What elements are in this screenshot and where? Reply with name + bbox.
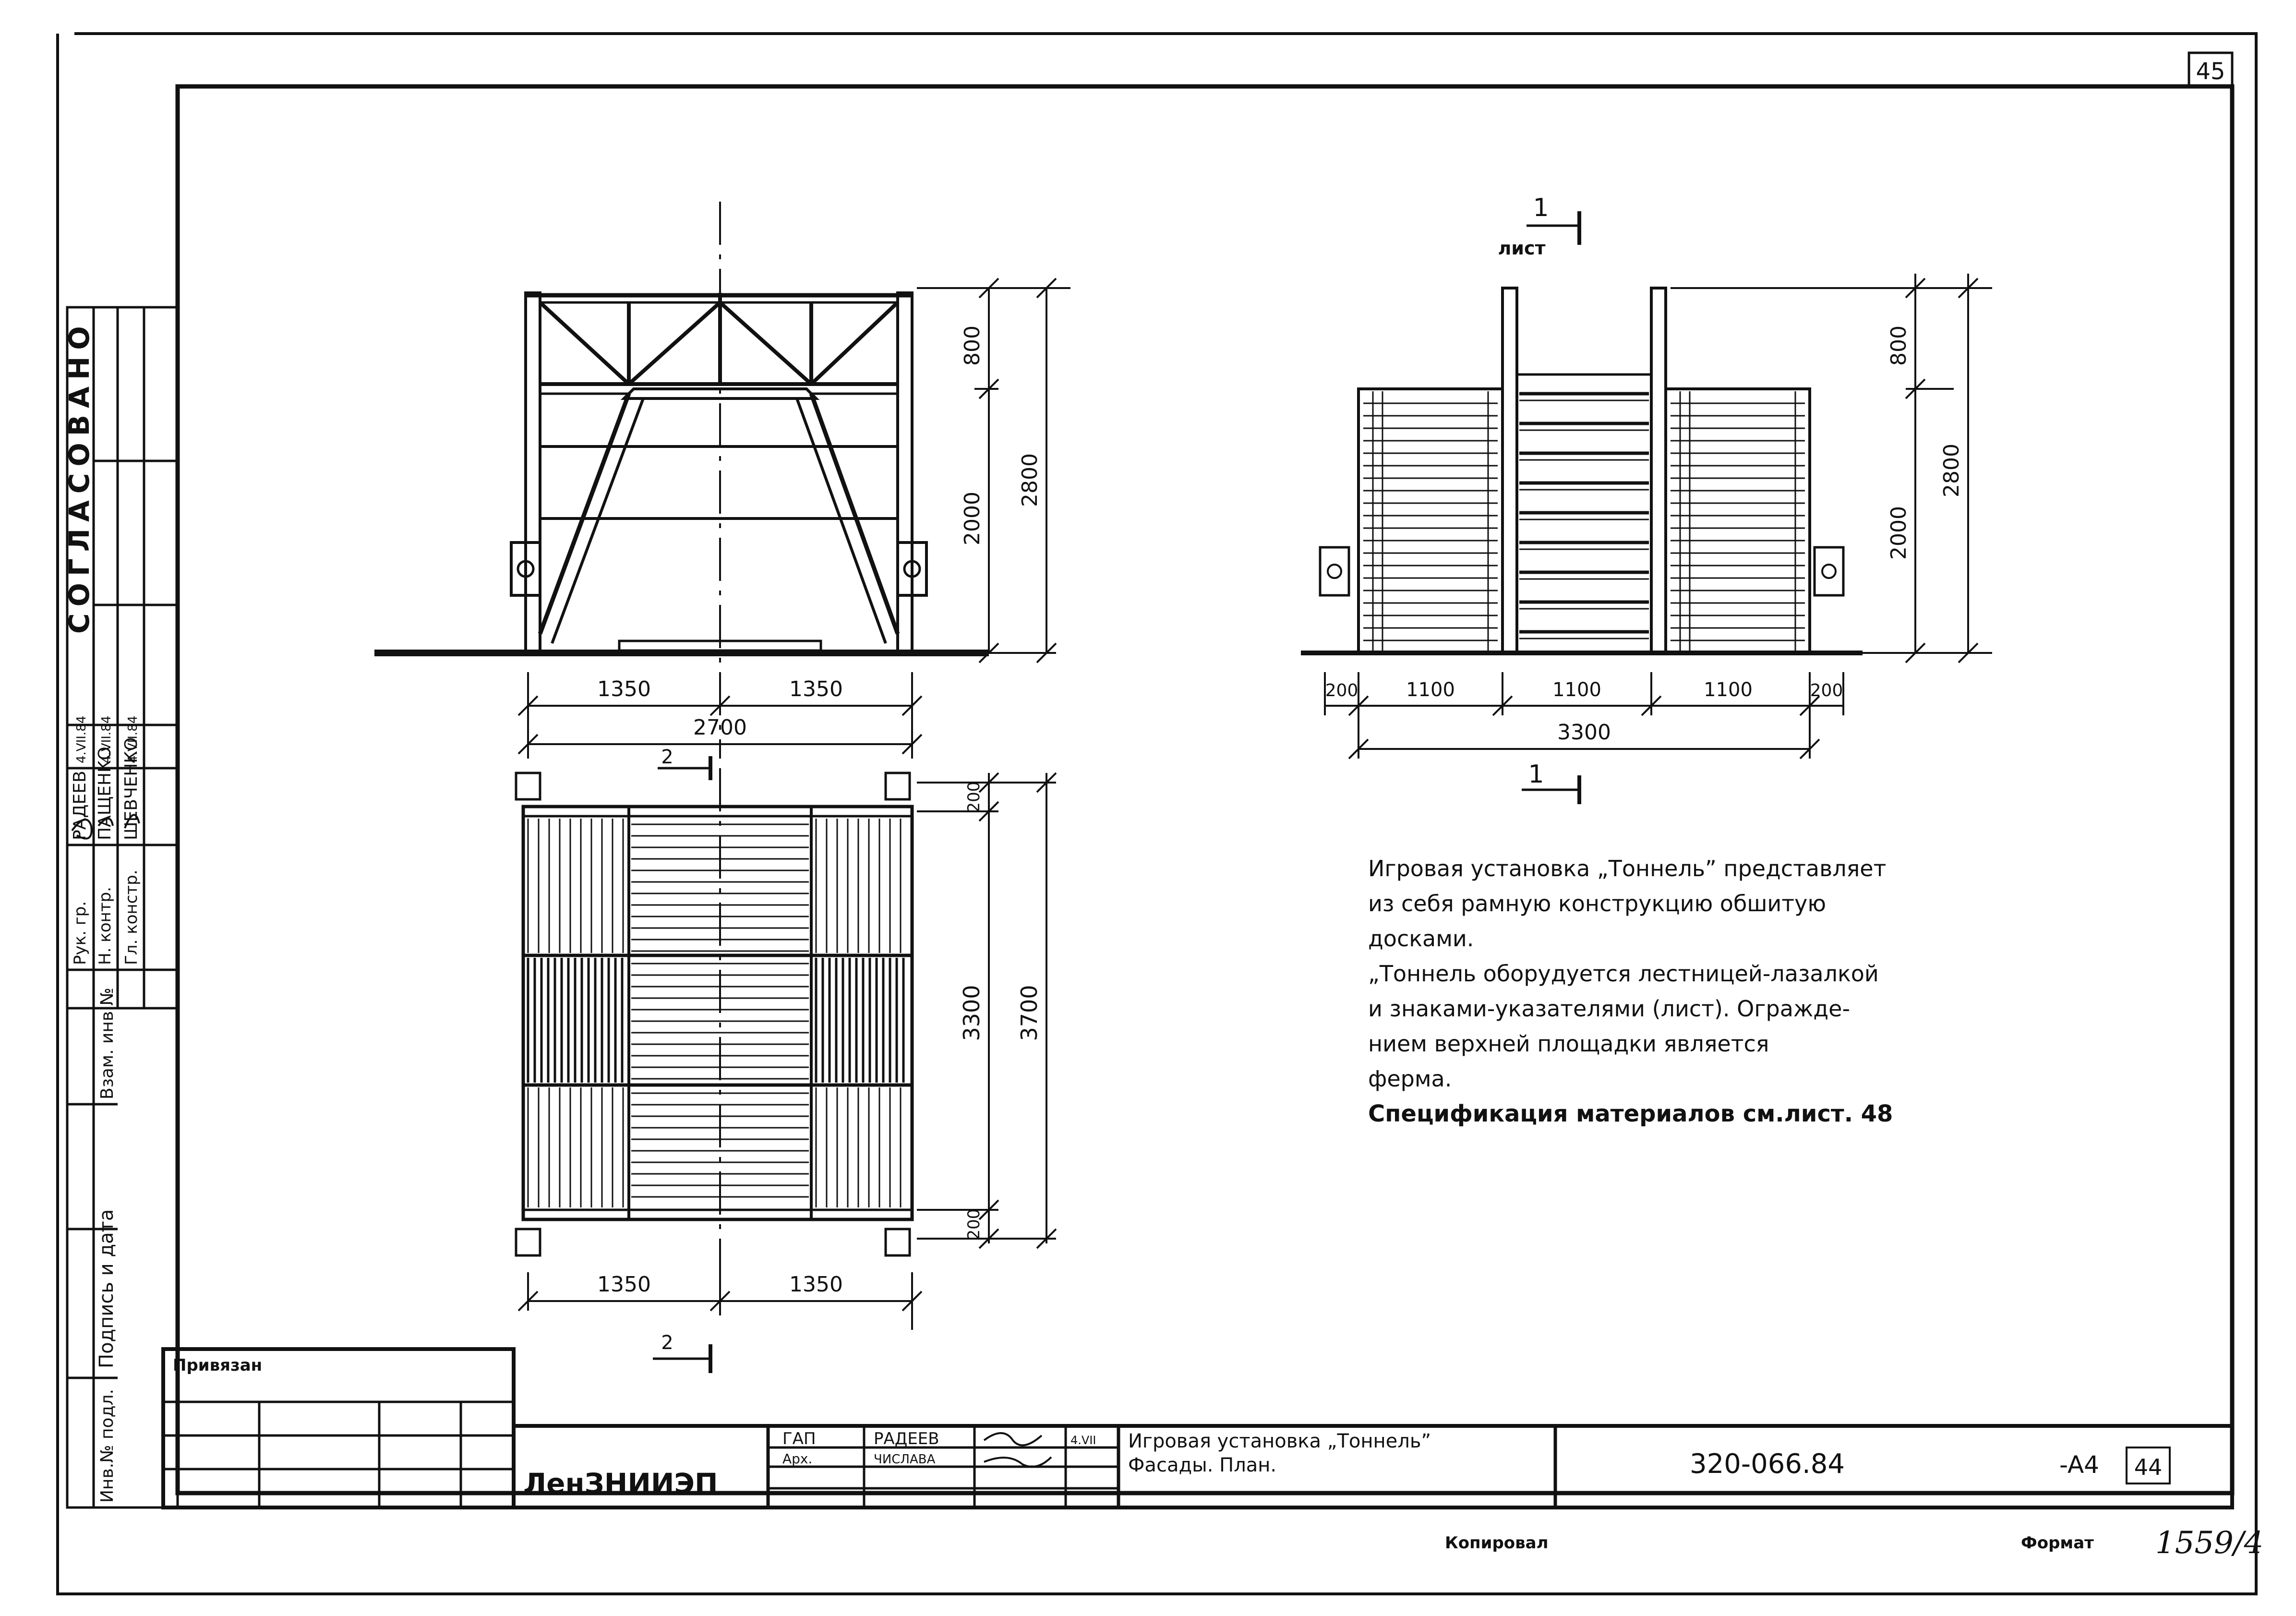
front-dim-v-2: 2000 xyxy=(960,492,985,545)
plan-dim-v-total: 3700 xyxy=(1016,985,1042,1041)
copied-label: Копировал xyxy=(1445,1533,1549,1553)
plan-section-2-top: 2 xyxy=(661,746,673,768)
side-stamp xyxy=(66,306,179,1509)
note-line-6: нием верхней площадки является xyxy=(1368,1031,1769,1057)
section-1-bottom-mark: 1 xyxy=(1528,760,1544,789)
note-line-7: ферма. xyxy=(1368,1066,1452,1092)
signature-marks xyxy=(71,814,140,840)
organization-name: ЛенЗНИИЭП xyxy=(523,1467,718,1500)
plan-dim-v-3: 200 xyxy=(964,1209,984,1240)
section-1-number: 1 xyxy=(1533,193,1549,222)
front-elevation-dims xyxy=(517,277,1070,759)
page-number-box: 45 xyxy=(2188,51,2234,88)
original-inv-label: Инв.№ подл. xyxy=(97,1389,117,1503)
title-date-1: 4.VII xyxy=(1070,1434,1096,1447)
note-line-3: досками. xyxy=(1368,926,1474,952)
bound-label: Привязан xyxy=(173,1356,262,1375)
side-dim-h-2: 1100 xyxy=(1406,679,1455,701)
title-block xyxy=(512,1424,2234,1509)
signature-date-label: Подпись и дата xyxy=(96,1209,118,1368)
stamp-role-2: Н. контр. xyxy=(96,887,115,965)
side-dim-v-total: 2800 xyxy=(1939,444,1964,497)
plan-boards xyxy=(527,819,905,1207)
format-label: Формат xyxy=(2021,1533,2094,1553)
note-line-8: Спецификация материалов см.лист. 48 xyxy=(1368,1100,1893,1127)
stamp-mark: -A4 xyxy=(2059,1451,2099,1479)
note-line-4: „Тоннель оборудуется лестницей-лазалкой xyxy=(1368,961,1879,987)
note-line-1: Игровая установка „Тоннель” представляет xyxy=(1368,856,1886,881)
stamp-date-3: 4.VII.84 xyxy=(126,716,140,763)
plan-dim-h-1: 1350 xyxy=(597,1272,651,1297)
plan-dim-v-2: 3300 xyxy=(959,985,985,1041)
side-stamp-text: СОГЛАСОВАНО Рук. гр. Н. контр. Гл. конст… xyxy=(63,319,141,1503)
side-elevation-boards xyxy=(1363,391,1805,651)
front-elevation-labels: 1350 1350 2700 800 2000 2800 xyxy=(597,326,1042,740)
title-name-1: РАДЕЕВ xyxy=(874,1429,939,1448)
stamp-date-2: 4.VII.84 xyxy=(99,716,114,763)
stamp-name-3: ШЕВЧЕНКО xyxy=(121,737,141,840)
drawing-code: 320-066.84 xyxy=(1690,1448,1845,1480)
section-1-sheet-label: лист xyxy=(1498,238,1545,259)
title-role-2: Арх. xyxy=(782,1451,812,1467)
side-dim-h-total: 3300 xyxy=(1557,720,1611,745)
title-signatures xyxy=(983,1432,1052,1468)
side-dim-v-2: 2000 xyxy=(1887,506,1911,560)
side-elevation-dims xyxy=(1324,211,1992,804)
side-elevation-labels: 1 лист 200 1100 1100 1100 200 3300 800 2… xyxy=(1325,193,1964,789)
front-dim-v-total: 2800 xyxy=(1018,453,1042,507)
sheet-number: 44 xyxy=(2134,1454,2163,1480)
title-role-1: ГАП xyxy=(782,1429,816,1448)
side-dim-h-4: 1100 xyxy=(1704,679,1753,701)
stamp-role-1: Рук. гр. xyxy=(71,901,90,965)
side-dim-h-3: 1100 xyxy=(1552,679,1601,701)
drawing-title-line-1: Игровая установка „Тоннель” xyxy=(1128,1430,1431,1452)
inventory-number: 1559/4 xyxy=(2155,1525,2263,1561)
plan-section-2-bottom: 2 xyxy=(661,1332,673,1354)
plan-dims xyxy=(517,756,1057,1373)
front-dim-v-1: 800 xyxy=(960,326,985,366)
note-line-5: и знаками-указателями (лист). Огражде- xyxy=(1368,996,1850,1022)
plan-labels: 2 1350 1350 200 3300 200 3700 2 xyxy=(597,746,1042,1354)
side-dim-h-5: 200 xyxy=(1810,681,1843,700)
side-dim-h-1: 200 xyxy=(1325,681,1358,700)
drawing-title-line-2: Фасады. План. xyxy=(1128,1454,1276,1476)
front-dim-h-2: 1350 xyxy=(789,677,843,701)
outer-frame xyxy=(56,32,2258,1595)
stamp-date-1: 4.VII.84 xyxy=(74,716,89,763)
title-name-2: ЧИСЛАВА xyxy=(874,1452,936,1467)
front-elevation xyxy=(374,202,989,759)
title-block-text: ЛенЗНИИЭП ГАП РАДЕЕВ 4.VII Арх. ЧИСЛАВА … xyxy=(523,1429,2171,1500)
plan-dim-v-1: 200 xyxy=(964,782,984,813)
front-dim-h-total: 2700 xyxy=(693,715,747,740)
stamp-role-3: Гл. констр. xyxy=(122,869,141,965)
side-elevation xyxy=(1301,287,1863,655)
side-dim-v-1: 800 xyxy=(1887,326,1911,366)
notes: Игровая установка „Тоннель” представляет… xyxy=(1368,856,1893,1127)
plan-dim-h-2: 1350 xyxy=(789,1272,843,1297)
note-line-2: из себя рамную конструкцию обшитую xyxy=(1368,891,1826,917)
replaced-inv-label: Взам. инв.№ xyxy=(97,988,117,1099)
page-number: 45 xyxy=(2196,58,2225,85)
front-dim-h-1: 1350 xyxy=(597,677,651,701)
agreed-label: СОГЛАСОВАНО xyxy=(63,319,96,634)
